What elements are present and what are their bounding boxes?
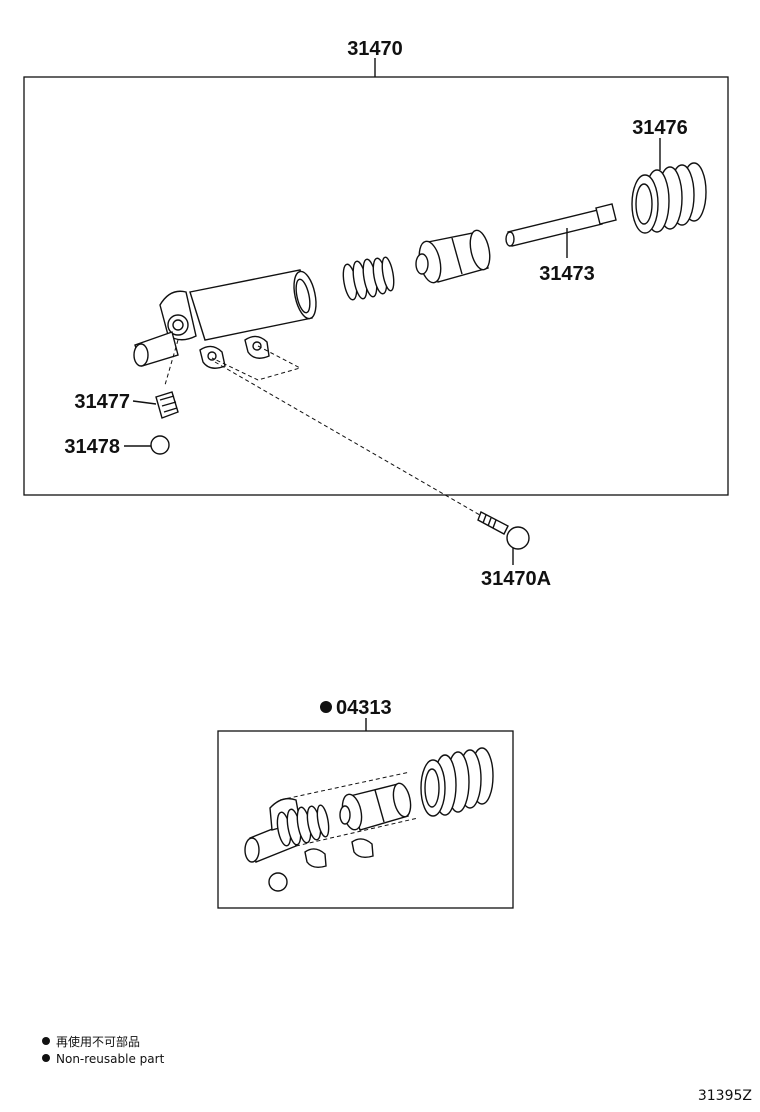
legend-bullet: [42, 1037, 50, 1045]
label-31478[interactable]: 31478: [64, 436, 120, 458]
bolt[interactable]: 31470A: [214, 361, 551, 590]
spring[interactable]: [341, 256, 396, 301]
legend-english: Non-reusable part: [56, 1052, 165, 1066]
non-reusable-marker: [320, 701, 332, 713]
cylinder-body[interactable]: [133, 269, 320, 386]
legend-bullet: [42, 1054, 50, 1062]
label-31473[interactable]: 31473: [539, 263, 595, 285]
label-31470[interactable]: 31470: [347, 38, 403, 60]
label-31477[interactable]: 31477: [74, 391, 130, 413]
label-31470A[interactable]: 31470A: [481, 568, 551, 590]
label-31476[interactable]: 31476: [632, 117, 688, 139]
kit-box: 04313: [217, 697, 514, 909]
legend: 再使用不可部品 Non-reusable part: [42, 1034, 165, 1066]
label-04313[interactable]: 04313: [336, 697, 392, 719]
figure-code: 31395Z: [698, 1088, 752, 1104]
bleeder-cap[interactable]: 31478: [64, 435, 170, 458]
boot[interactable]: 31476: [631, 117, 707, 234]
legend-japanese: 再使用不可部品: [56, 1034, 140, 1049]
piston[interactable]: [415, 229, 493, 285]
assembly-box: 31470: [23, 38, 729, 496]
bleeder-plug[interactable]: 31477: [74, 391, 179, 419]
push-rod[interactable]: 31473: [505, 203, 617, 285]
kit-parts[interactable]: [244, 747, 494, 892]
